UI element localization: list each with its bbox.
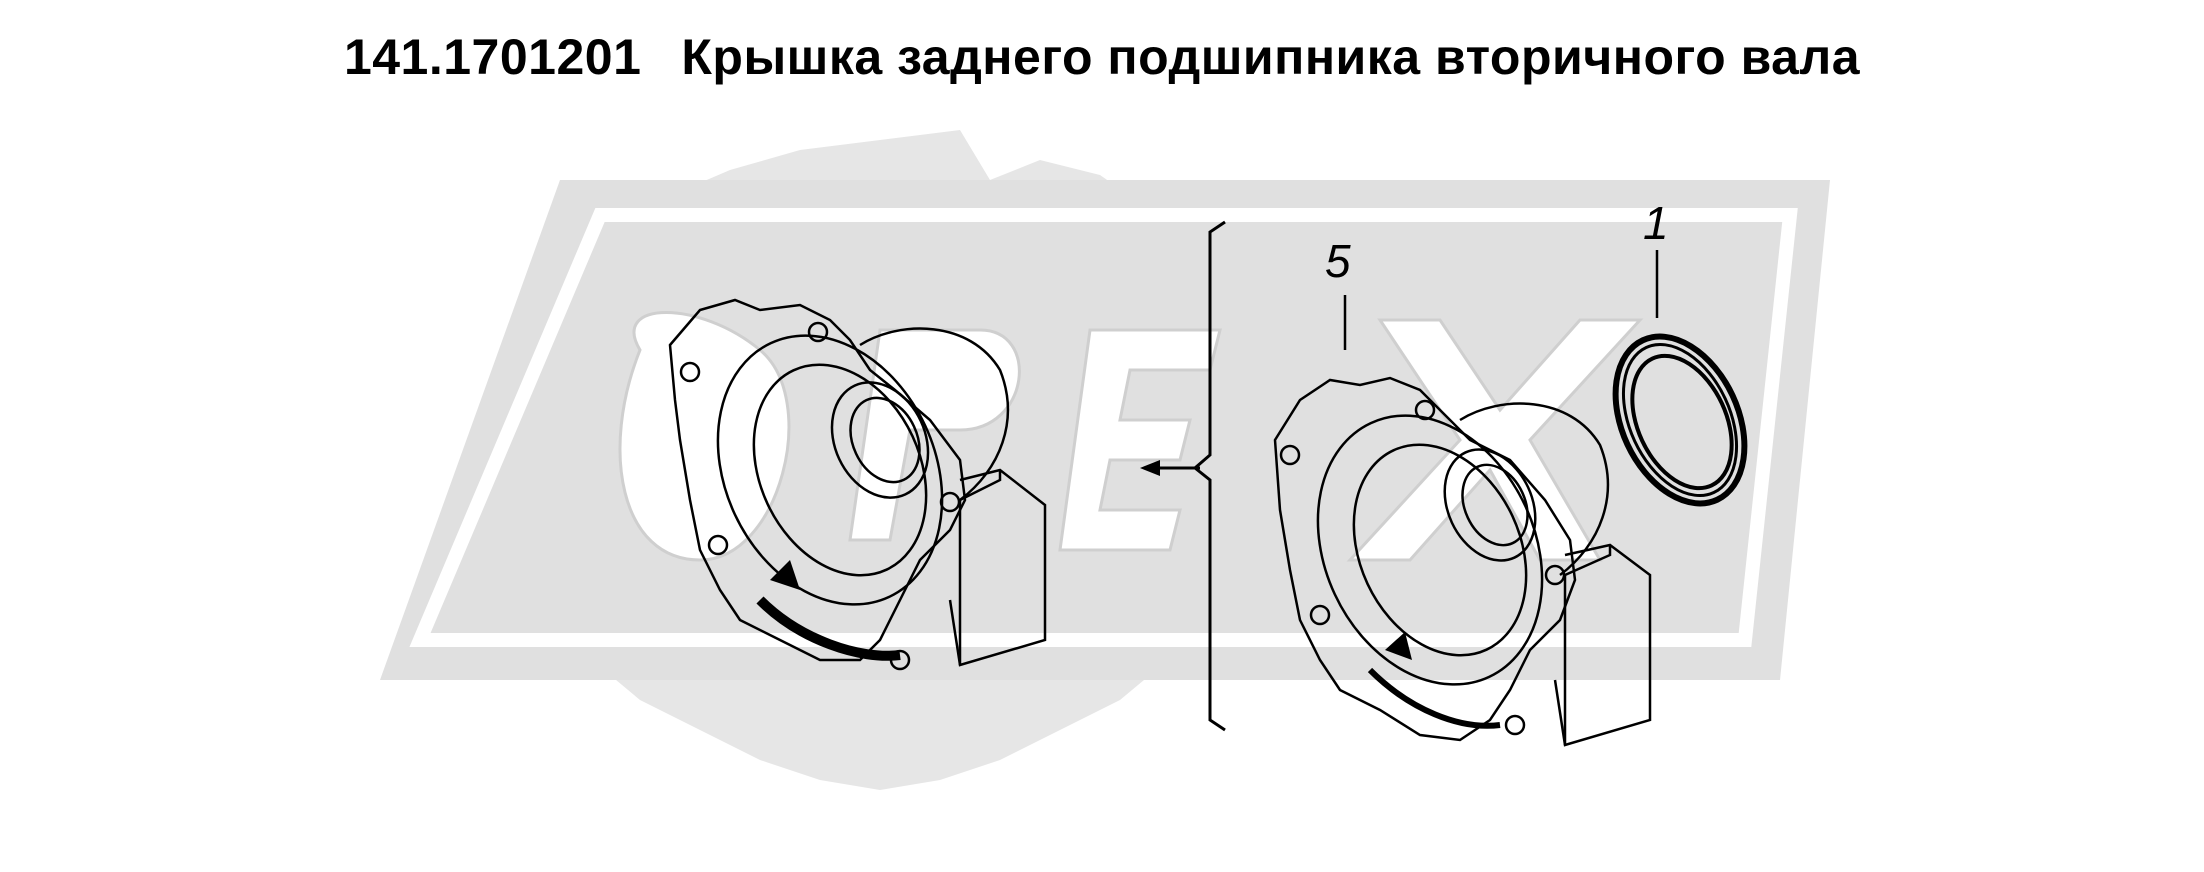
page-title: 141.1701201 Крышка заднего подшипника вто… <box>0 28 2204 86</box>
cover-drawing <box>1273 376 1652 747</box>
opex-watermark-logo <box>380 130 1830 790</box>
part-name: Крышка заднего подшипника вторичного вал… <box>681 29 1861 85</box>
bracket <box>1192 220 1226 732</box>
watermark-band-inner <box>409 208 1798 647</box>
seal-ring-drawing <box>1612 333 1748 507</box>
callout-5: 5 <box>1325 235 1351 287</box>
leader-lines <box>1343 250 1659 350</box>
callout-1: 1 <box>1643 197 1669 249</box>
watermark-letters <box>618 311 1644 562</box>
arrow <box>1140 460 1200 476</box>
part-number: 141.1701201 <box>343 29 642 85</box>
assembled-cover-drawing <box>668 298 1047 671</box>
